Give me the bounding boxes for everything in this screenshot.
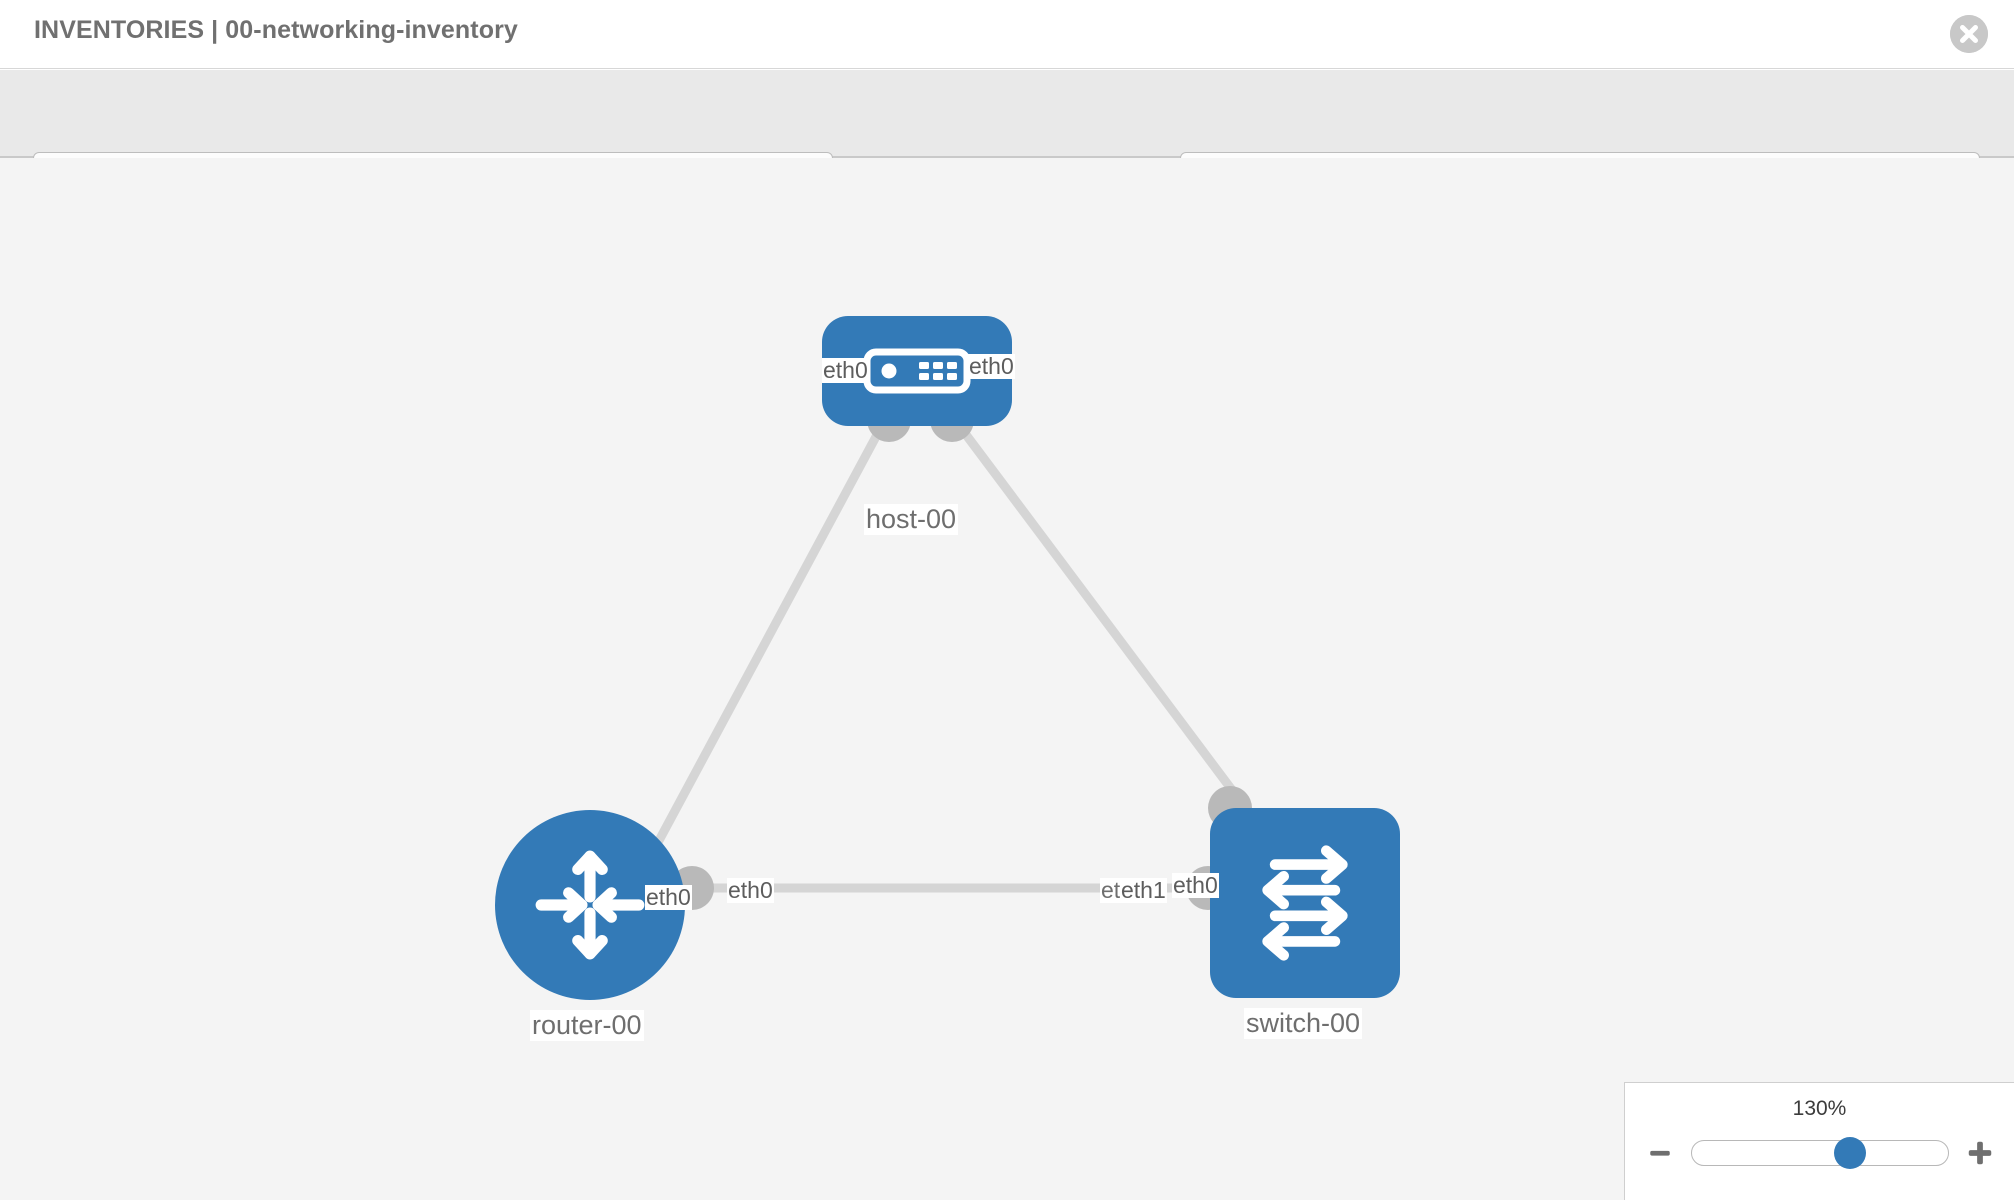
link-label-host-right: eth0 (968, 353, 1015, 380)
link-host-router (651, 415, 890, 851)
zoom-level-value: 130% (1792, 1097, 1847, 1120)
close-icon[interactable] (1950, 15, 1988, 53)
zoom-slider-thumb[interactable] (1834, 1137, 1867, 1169)
switch-arrows-icon[interactable] (1210, 808, 1400, 998)
link-host-switch (951, 417, 1236, 793)
node-label-switch: switch-00 (1244, 1008, 1363, 1040)
page-header: INVENTORIES | 00-networking-inventory (0, 0, 2014, 69)
link-label-router-right: eth0 (727, 877, 774, 904)
minus-icon[interactable] (1643, 1136, 1677, 1170)
topology-canvas[interactable]: host-00 router-00 (0, 158, 2014, 1200)
link-label-switch-up: eth0 (1172, 872, 1219, 899)
zoom-slider-row (1625, 1131, 2014, 1175)
node-label-host: host-00 (864, 504, 959, 536)
page-title: INVENTORIES | 00-networking-inventory (34, 16, 518, 44)
topology-links (651, 398, 1252, 910)
zoom-slider[interactable] (1690, 1137, 1949, 1169)
link-label-router-up: eth0 (645, 884, 692, 911)
link-label-host-left: eth0 (822, 357, 869, 384)
toolbar: ACTIONS SEARCH (0, 70, 2014, 205)
link-label-switch-left-front: eth1 (1120, 877, 1167, 904)
plus-icon[interactable] (1963, 1136, 1997, 1170)
zoom-control-panel: 130% (1624, 1082, 2014, 1200)
node-label-router: router-00 (530, 1010, 644, 1042)
